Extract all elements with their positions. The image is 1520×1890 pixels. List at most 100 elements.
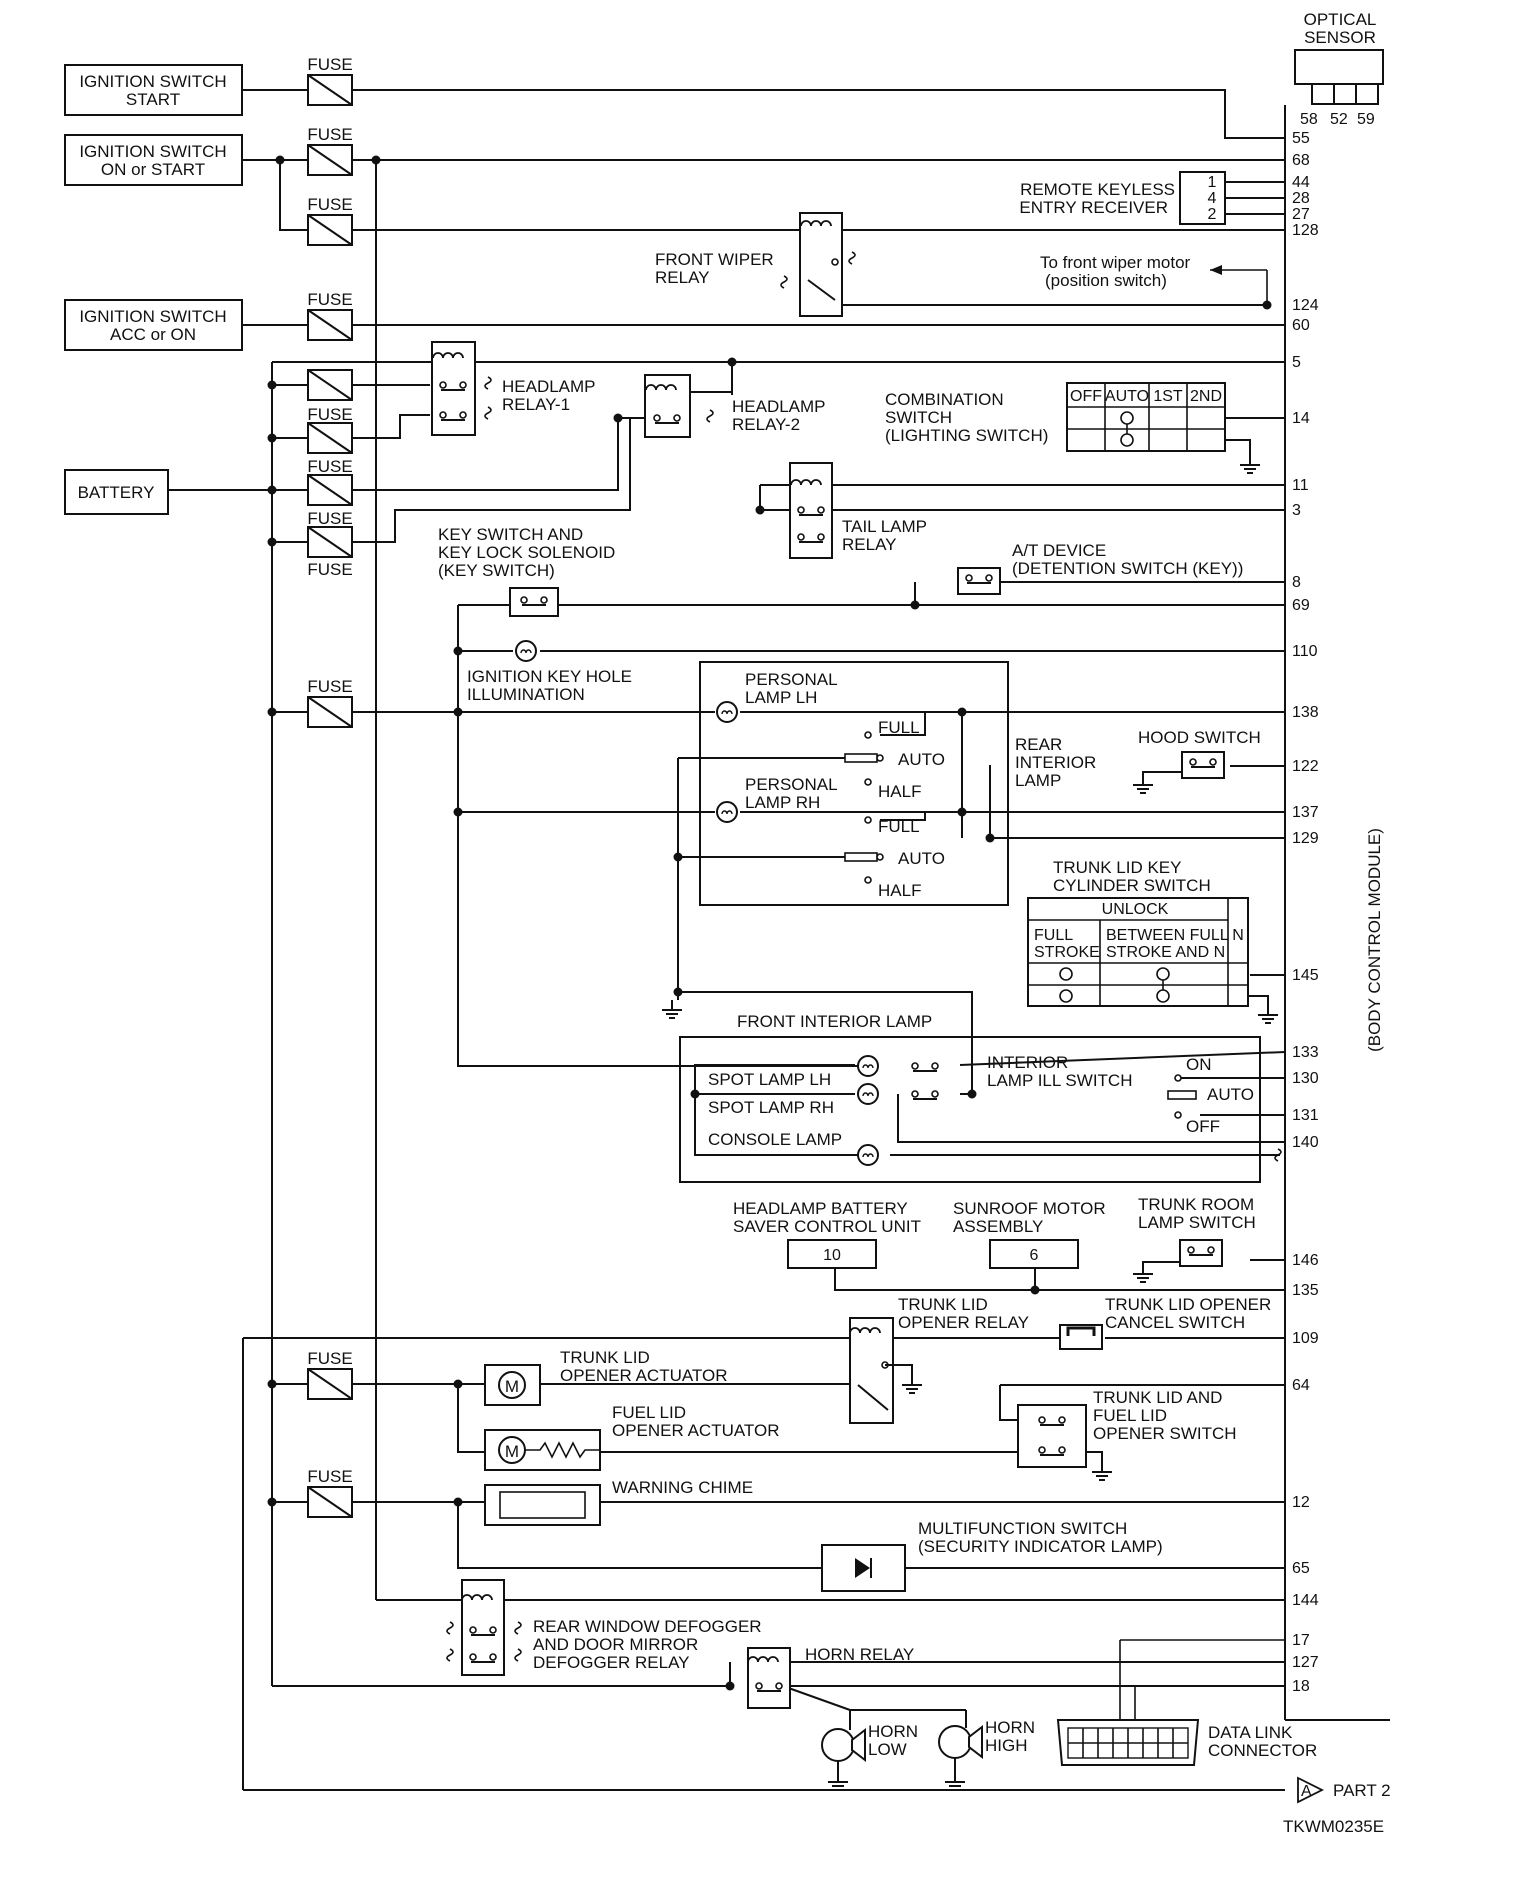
horn-low-label: HORN (868, 1722, 918, 1741)
module-pin: 65 (1292, 1560, 1310, 1577)
module-pin: 144 (1292, 1592, 1319, 1609)
module-pin: 133 (1292, 1044, 1319, 1061)
module-pin: 18 (1292, 1678, 1310, 1695)
battery-label: BATTERY (78, 483, 155, 502)
headlamp-relay-1: HEADLAMP RELAY-1 (431, 341, 596, 436)
ill-pos: OFF (1186, 1117, 1220, 1136)
key-hole-label: IGNITION KEY HOLE (467, 667, 632, 686)
ignition-switch-start: IGNITION SWITCH START (64, 64, 243, 116)
fuse-label: FUSE (307, 677, 352, 696)
tail-relay-label: TAIL LAMP (842, 517, 927, 536)
fuse-label: FUSE (307, 1349, 352, 1368)
module-pin: 69 (1292, 597, 1310, 614)
module-pin: 5 (1292, 354, 1301, 371)
opener-switch-label: TRUNK LID AND (1093, 1388, 1222, 1407)
source-label: IGNITION SWITCH (79, 72, 226, 91)
key-switch-label: KEY LOCK SOLENOID (438, 543, 615, 562)
spot-lh-label: SPOT LAMP LH (708, 1070, 831, 1089)
fuse-label: FUSE (307, 195, 352, 214)
combo-pos: AUTO (1105, 388, 1149, 405)
motor-symbol: M (505, 1377, 519, 1396)
fuses: FUSE FUSE FUSE FUSE FUSE FUSE FUSE FUSE … (307, 55, 353, 1518)
horn-relay: HORN RELAY (747, 1645, 914, 1709)
combination-switch: OFF AUTO 1ST 2ND COMBINATION SWITCH (LIG… (885, 382, 1285, 474)
trunk-cyl-label: CYLINDER SWITCH (1053, 876, 1211, 895)
personal-lh-label: LAMP LH (745, 688, 817, 707)
module-pin: 145 (1292, 967, 1319, 984)
key-switch-label: KEY SWITCH AND (438, 525, 583, 544)
fuse-label: FUSE (307, 405, 352, 424)
module-pin: 130 (1292, 1070, 1319, 1087)
optical-sensor-label-1: OPTICAL (1304, 10, 1377, 29)
sunroof-motor-assembly: SUNROOF MOTOR ASSEMBLY 6 (953, 1199, 1106, 1269)
switch-pos: HALF (878, 881, 921, 900)
optical-pin-52: 52 (1330, 111, 1348, 128)
fuse-label: FUSE (307, 457, 352, 476)
module-pin: 12 (1292, 1494, 1310, 1511)
console-label: CONSOLE LAMP (708, 1130, 842, 1149)
trunk-cyl-full: FULL (1034, 927, 1073, 944)
rear-lamp-label: LAMP (1015, 771, 1061, 790)
at-device: A/T DEVICE (DETENTION SWITCH (KEY)) (957, 541, 1243, 595)
module-pin: 131 (1292, 1107, 1319, 1124)
headlamp-relay-1-label: RELAY-1 (502, 395, 570, 414)
module-label: (BODY CONTROL MODULE) (1365, 828, 1384, 1052)
source-label: START (126, 90, 180, 109)
horn-relay-label: HORN RELAY (805, 1645, 914, 1664)
module-pin: 60 (1292, 317, 1310, 334)
source-label: IGNITION SWITCH (79, 307, 226, 326)
trunk-lid-opener-cancel-switch: TRUNK LID OPENER CANCEL SWITCH (1059, 1295, 1271, 1350)
trunk-actuator-label: TRUNK LID (560, 1348, 650, 1367)
fuse-label: FUSE (307, 560, 352, 579)
rke-label: ENTRY RECEIVER (1019, 198, 1168, 217)
personal-lh-label: PERSONAL (745, 670, 838, 689)
data-link-connector: DATA LINK CONNECTOR (1056, 1719, 1317, 1766)
fuse-label: FUSE (307, 125, 352, 144)
hood-switch: HOOD SWITCH (1132, 728, 1261, 794)
key-switch: KEY SWITCH AND KEY LOCK SOLENOID (KEY SW… (438, 525, 615, 617)
switch-pos: FULL (878, 718, 920, 737)
trunk-fuel-opener-switch: TRUNK LID AND FUEL LID OPENER SWITCH (1017, 1388, 1237, 1481)
combo-label: SWITCH (885, 408, 952, 427)
headlamp-relay-2-label: RELAY-2 (732, 415, 800, 434)
part-2-reference: A PART 2 TKWM0235E (1283, 1776, 1391, 1836)
at-device-label: A/T DEVICE (1012, 541, 1106, 560)
source-label: ACC or ON (110, 325, 196, 344)
hood-switch-label: HOOD SWITCH (1138, 728, 1261, 747)
fuel-actuator-label: OPENER ACTUATOR (612, 1421, 780, 1440)
tail-relay-label: RELAY (842, 535, 897, 554)
key-hole-label: ILLUMINATION (467, 685, 585, 704)
switch-pos: FULL (878, 817, 920, 836)
multifunction-switch: MULTIFUNCTION SWITCH (SECURITY INDICATOR… (821, 1519, 1163, 1592)
module-pin: 28 (1292, 190, 1310, 207)
dlc-label: DATA LINK (1208, 1723, 1293, 1742)
trunk-room-lamp-switch: TRUNK ROOM LAMP SWITCH (1132, 1195, 1256, 1283)
module-pin: 64 (1292, 1377, 1310, 1394)
body-control-module: (BODY CONTROL MODULE) (1284, 105, 1390, 1721)
module-pin: 8 (1292, 574, 1301, 591)
front-wiper-relay: FRONT WIPER RELAY To front wiper motor (… (655, 212, 1222, 317)
trunk-cyl-unlock: UNLOCK (1102, 901, 1169, 918)
trunk-cyl-between: STROKE AND N (1106, 944, 1225, 961)
headlamp-relay-1-label: HEADLAMP (502, 377, 596, 396)
optical-sensor: OPTICAL SENSOR 58 52 59 (1294, 10, 1384, 128)
module-pin: 138 (1292, 704, 1319, 721)
trunk-cyl-label: TRUNK LID KEY (1053, 858, 1181, 877)
remote-keyless-entry-receiver: 1 4 2 REMOTE KEYLESS ENTRY RECEIVER (1019, 171, 1285, 225)
switch-pos: HALF (878, 782, 921, 801)
horn-low-label: LOW (868, 1740, 907, 1759)
source-label: IGNITION SWITCH (79, 142, 226, 161)
source-label: ON or START (101, 160, 205, 179)
horn-low: HORN LOW (821, 1710, 918, 1791)
module-pin: 17 (1292, 1632, 1310, 1649)
module-pin: 55 (1292, 130, 1310, 147)
opener-switch-label: FUEL LID (1093, 1406, 1167, 1425)
motor-symbol: M (505, 1442, 519, 1461)
key-hole-illumination: IGNITION KEY HOLE ILLUMINATION (467, 640, 632, 704)
spot-rh-label: SPOT LAMP RH (708, 1098, 834, 1117)
rear-lamp-ground (661, 992, 683, 1019)
combo-pos: 1ST (1153, 388, 1183, 405)
module-pin: 128 (1292, 222, 1319, 239)
fuel-lid-opener-actuator: M FUEL LID OPENER ACTUATOR (484, 1403, 780, 1471)
sunroof-pin: 6 (1030, 1247, 1039, 1264)
